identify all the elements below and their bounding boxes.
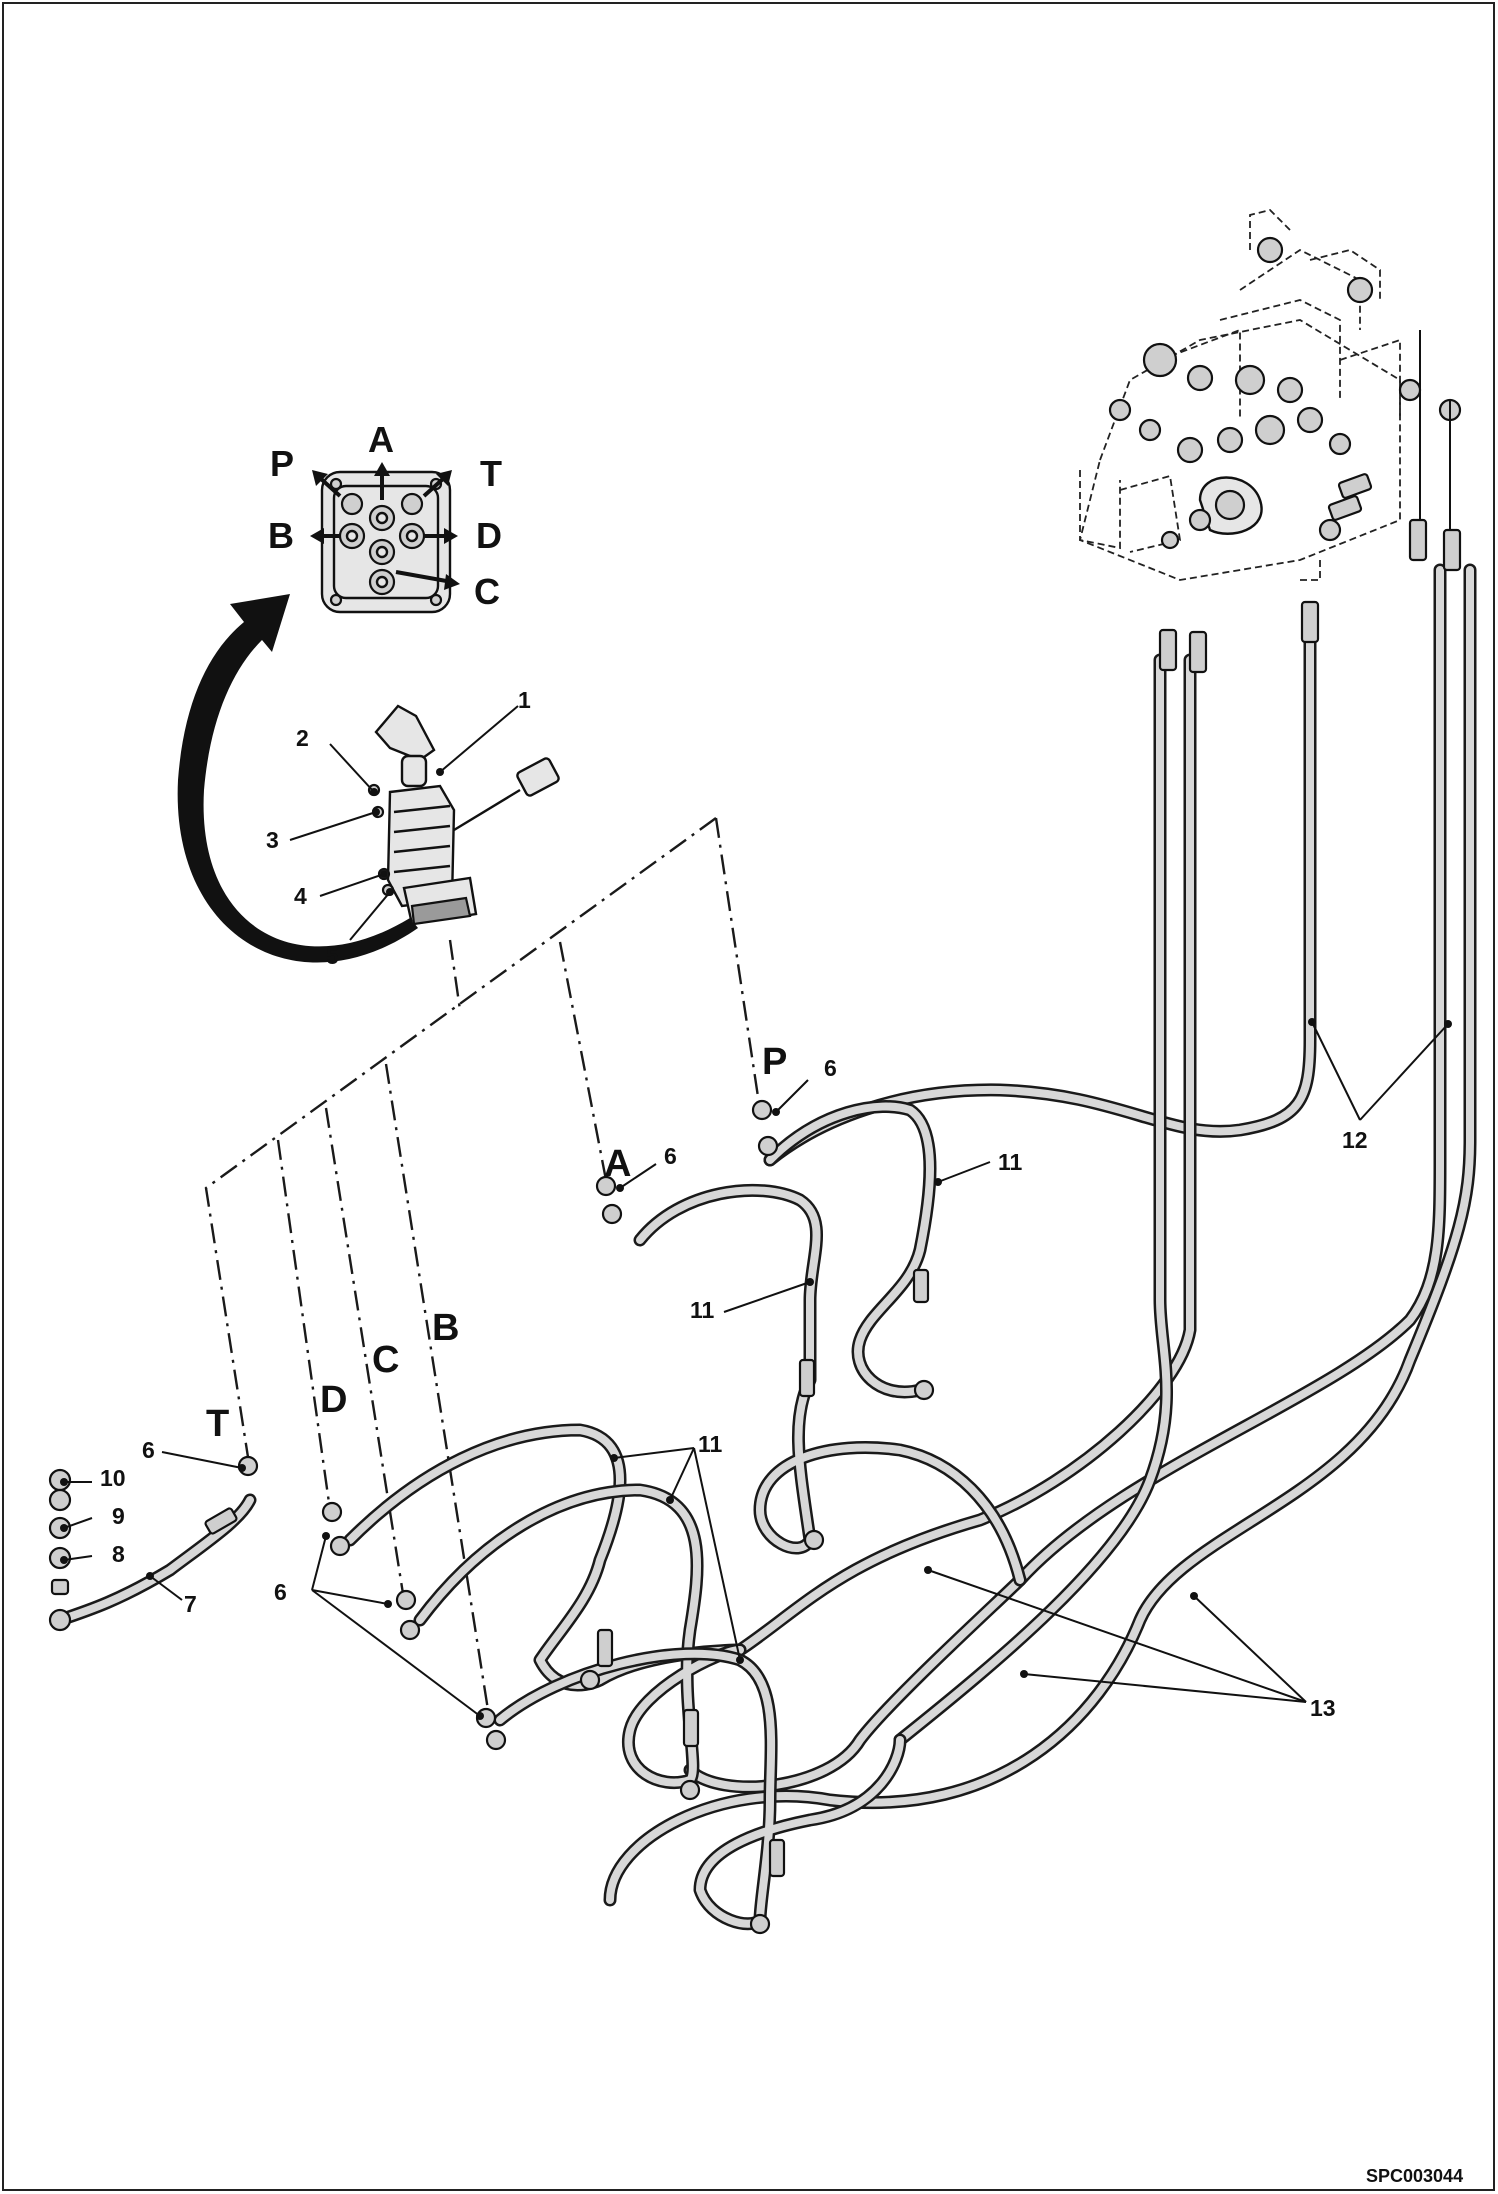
- main-control-valve-block: [1078, 209, 1462, 581]
- callout-1: 1: [518, 687, 531, 713]
- port-label-p: P: [270, 443, 294, 484]
- drawing-code: SPC003044: [1366, 2166, 1463, 2186]
- callout-3: 3: [266, 827, 279, 853]
- callout-6-p: 6: [824, 1055, 837, 1081]
- hose-port-t: T: [206, 1403, 229, 1445]
- callout-4: 4: [294, 883, 307, 909]
- callout-11-lower: 11: [698, 1431, 723, 1457]
- hose-port-c: C: [372, 1339, 399, 1381]
- port-label-c: C: [474, 571, 500, 612]
- callout-9: 9: [112, 1503, 125, 1529]
- hose-port-a: A: [604, 1143, 631, 1185]
- hose-port-b: B: [432, 1307, 459, 1349]
- callout-11-upper: 11: [998, 1149, 1023, 1175]
- callout-8: 8: [112, 1541, 125, 1567]
- callout-5: 5: [326, 943, 339, 969]
- callout-7: 7: [184, 1591, 197, 1617]
- port-label-b: B: [268, 515, 294, 556]
- callout-numbers: 1 2 3 4 5 6 6 6 6 7 8 9 10 11 11 11 12 1…: [100, 687, 1368, 1721]
- callout-6-a: 6: [664, 1143, 677, 1169]
- leader-lines: [60, 705, 1452, 1720]
- callout-12: 12: [1342, 1127, 1368, 1153]
- callout-10: 10: [100, 1465, 126, 1491]
- hose-fittings: [48, 518, 1462, 1935]
- hose-port-d: D: [320, 1379, 347, 1421]
- callout-13: 13: [1310, 1695, 1336, 1721]
- hose-port-p: P: [762, 1041, 787, 1083]
- port-centerlines: [204, 817, 762, 1711]
- joystick-port-detail: P A T B D C: [268, 419, 502, 614]
- port-label-d: D: [476, 515, 502, 556]
- pilot-control-joystick: [367, 704, 560, 926]
- pilot-hoses: [53, 563, 1477, 1931]
- callout-2: 2: [296, 725, 309, 751]
- callout-6-t: 6: [142, 1437, 155, 1463]
- callout-6-group: 6: [274, 1579, 287, 1605]
- port-label-t: T: [480, 453, 502, 494]
- port-label-a: A: [368, 419, 394, 460]
- callout-11-mid: 11: [690, 1297, 715, 1323]
